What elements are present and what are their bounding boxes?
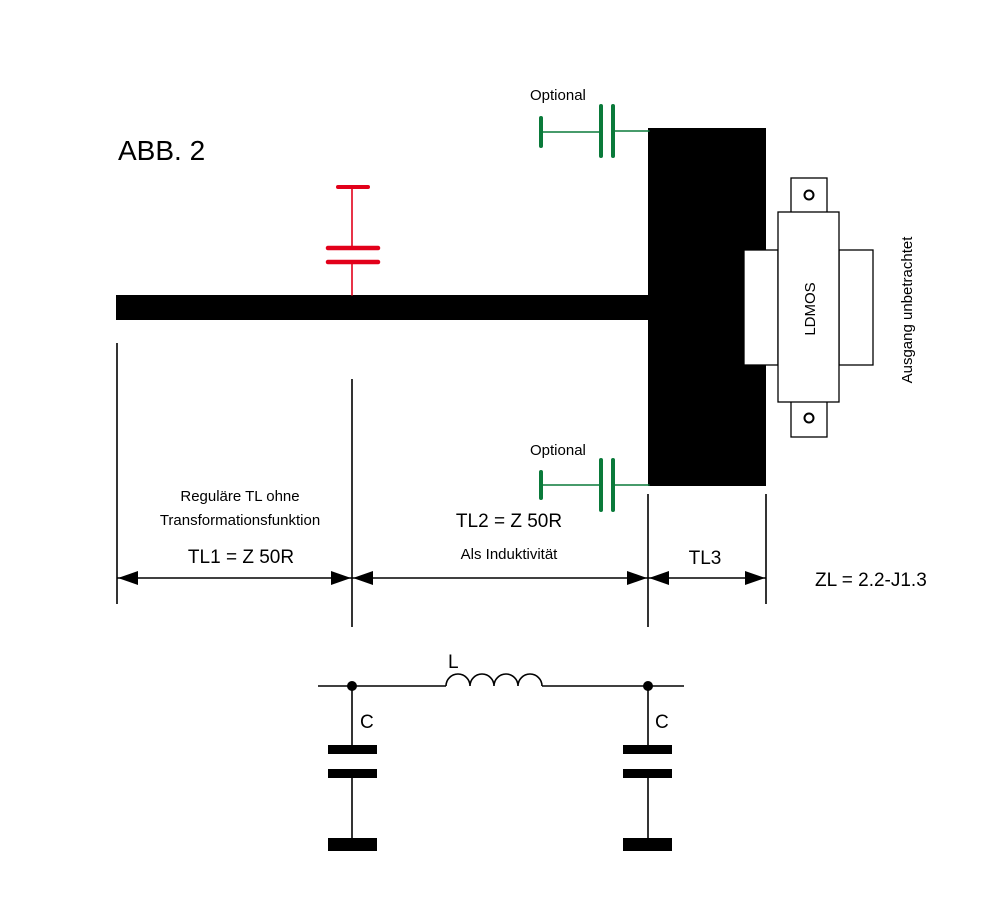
ground-right: [623, 838, 672, 851]
arrowhead: [627, 571, 647, 585]
ldmos-label: LDMOS: [802, 282, 819, 335]
equivalent-circuit: [318, 673, 684, 851]
ldmos-transistor: [743, 177, 874, 438]
ldmos-hole-bottom: [803, 412, 815, 424]
figure-label: ABB. 2: [118, 135, 205, 166]
junction-dot-right: [643, 681, 653, 691]
capacitor-right-label: C: [655, 712, 669, 733]
ground-left: [328, 838, 377, 851]
load-impedance-label: ZL = 2.2-J1.3: [815, 570, 927, 591]
optional-label-top: Optional: [530, 87, 586, 104]
ldmos-hole-top: [803, 189, 815, 201]
optional-capacitor-top: [539, 104, 650, 158]
arrowhead: [118, 571, 138, 585]
tl1-description-line2: Transformationsfunktion: [160, 512, 320, 529]
tl1-tl2-strip: [116, 295, 652, 320]
junction-dot-left: [347, 681, 357, 691]
ldmos-lead-right: [838, 249, 874, 366]
ldmos-lead-left: [743, 249, 779, 366]
capacitor-left-label: C: [360, 712, 374, 733]
optional-capacitor-bottom: [539, 458, 650, 512]
tl2-description: Als Induktivität: [461, 546, 559, 563]
optional-label-bottom: Optional: [530, 442, 586, 459]
inductor-label: L: [448, 652, 459, 673]
capacitor-right: [623, 745, 672, 778]
dimension-lines: [116, 343, 767, 627]
arrowhead: [353, 571, 373, 585]
red-shunt-capacitor: [325, 185, 381, 296]
arrowhead: [649, 571, 669, 585]
ldmos-body: [777, 211, 840, 403]
arrowhead: [331, 571, 351, 585]
tl1-description-line1: Reguläre TL ohne: [180, 488, 299, 505]
tl1-label: TL1 = Z 50R: [188, 547, 294, 568]
dimension-arrowheads: [118, 571, 765, 585]
capacitor-left: [328, 745, 377, 778]
output-label: Ausgang unbetrachtet: [899, 236, 916, 384]
transmission-line-layout: [116, 128, 766, 486]
tl2-label: TL2 = Z 50R: [456, 511, 562, 532]
inductor-coil: [445, 673, 543, 687]
tl3-label: TL3: [689, 548, 722, 569]
arrowhead: [745, 571, 765, 585]
